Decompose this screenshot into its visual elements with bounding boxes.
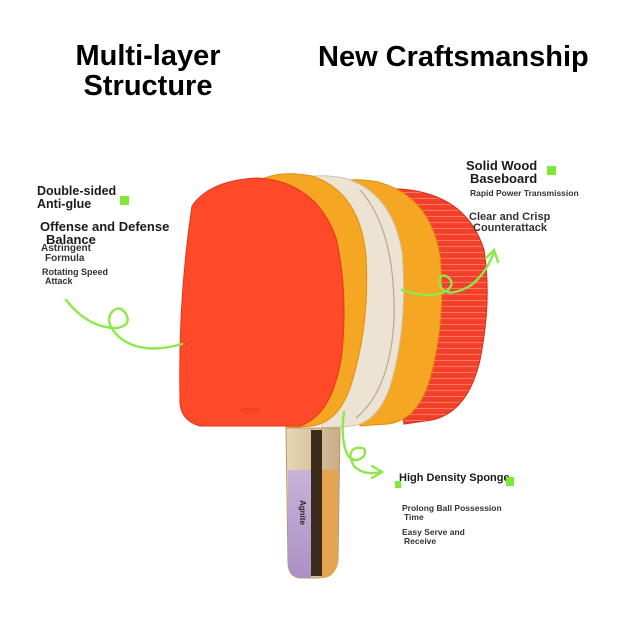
label-high-density-sponge: High Density Sponge [399,472,510,484]
label-offense-defense: Offense and Defense Balance [40,220,169,246]
label-anti-glue: Double-sided Anti-glue [37,185,116,210]
label-solid-wood: Solid Wood Baseboard [466,159,537,185]
marker-anti-glue [120,196,129,205]
arrow-left-curl [64,298,184,350]
label-wood-line2: Baseboard [470,171,538,186]
label-anti-glue-line1: Double-sided [37,184,117,198]
handle-brand-text: Agnite [298,500,307,525]
arrow-bottom-curl [341,410,382,475]
label-astringent-line2: Formula [45,253,85,264]
callout-arrows [64,247,500,480]
label-serve-line2: Receive [404,535,437,546]
label-rotating-line2: Attack [45,276,73,286]
arrow-bottom-head [370,464,385,480]
label-astringent: Astringent Formula [41,244,91,264]
label-astringent-line1: Astringent [41,243,91,254]
label-anti-glue-line2: Anti-glue [37,196,92,211]
heading-multi-layer: Multi-layer Structure [48,41,248,101]
label-prolong-line1: Prolong Ball Possession [402,503,502,513]
label-clear-crisp: Clear and Crisp Counterattack [469,212,550,234]
label-easy-serve: Easy Serve and Receive [402,528,465,545]
arrow-right-curl [400,250,496,297]
label-wood-line1: Solid Wood [466,158,538,173]
label-serve-line1: Easy Serve and [402,527,465,537]
heading-left-line1: Multi-layer [75,40,221,72]
front-rubber-layer [179,177,345,427]
label-rapid-power: Rapid Power Transmission [470,188,579,198]
label-offense-line2: Balance [46,232,96,247]
marker-sponge-right [506,477,514,486]
label-clear-line2: Counterattack [473,222,547,234]
label-prolong-possession: Prolong Ball Possession Time [402,504,502,521]
svg-text:Agnite: Agnite [240,407,260,414]
marker-sponge-left [395,481,401,488]
heading-new-craftsmanship: New Craftsmanship [318,42,589,72]
arrow-right-head [484,247,500,264]
label-rotating-speed: Rotating Speed Attack [42,268,108,286]
label-prolong-line2: Time [404,511,424,522]
label-offense-line1: Offense and Defense [40,219,170,234]
label-clear-line1: Clear and Crisp [469,211,551,223]
label-rotating-line1: Rotating Speed [42,267,109,277]
marker-solid-wood [547,166,556,175]
heading-left-line2: Structure [83,70,213,102]
